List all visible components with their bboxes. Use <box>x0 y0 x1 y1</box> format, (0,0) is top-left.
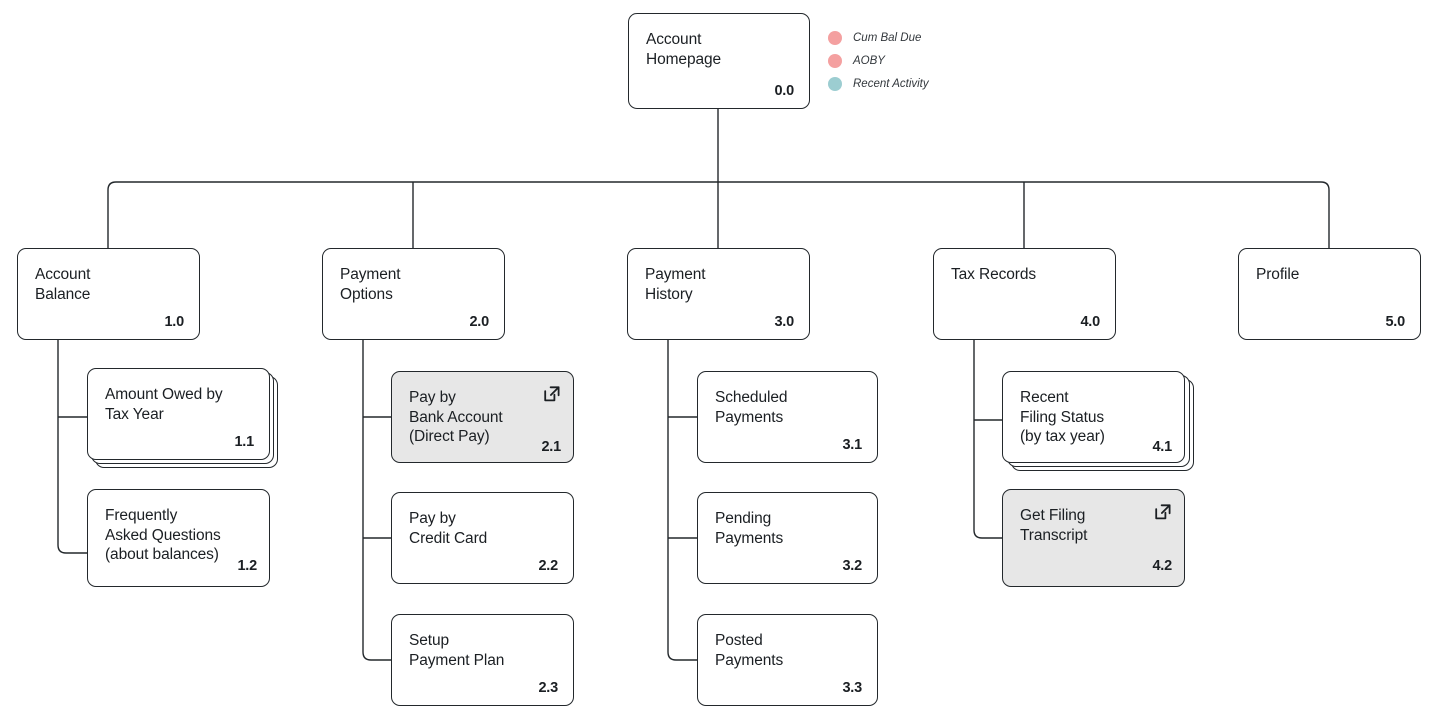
node-account-homepage[interactable]: Account Homepage 0.0 <box>628 13 810 109</box>
node-title: Pending Payments <box>715 510 784 547</box>
node-title: Amount Owed by Tax Year <box>105 386 223 423</box>
node-frequently-asked-questions[interactable]: Frequently Asked Questions (about balanc… <box>87 489 270 587</box>
node-number: 4.1 <box>1152 439 1172 455</box>
node-title: Profile <box>1256 266 1300 283</box>
node-title: Frequently Asked Questions (about balanc… <box>105 507 221 563</box>
node-get-filing-transcript[interactable]: Get Filing Transcript 4.2 <box>1002 489 1185 587</box>
node-pay-by-bank-account[interactable]: Pay by Bank Account (Direct Pay) 2.1 <box>391 371 574 463</box>
node-setup-payment-plan[interactable]: Setup Payment Plan 2.3 <box>391 614 574 706</box>
node-pending-payments[interactable]: Pending Payments 3.2 <box>697 492 878 584</box>
node-number: 0.0 <box>774 83 794 99</box>
node-number: 3.0 <box>774 314 794 330</box>
external-link-icon <box>543 385 560 402</box>
legend-swatch-cum-bal-due <box>828 30 842 45</box>
node-title: Pay by Bank Account (Direct Pay) <box>409 389 503 445</box>
node-tax-records[interactable]: Tax Records 4.0 <box>933 248 1116 340</box>
node-number: 4.0 <box>1080 314 1100 330</box>
wire-n10-children <box>57 340 87 554</box>
node-payment-history[interactable]: Payment History 3.0 <box>627 248 810 340</box>
node-number: 4.2 <box>1152 558 1172 574</box>
node-recent-filing-status[interactable]: Recent Filing Status (by tax year) 4.1 <box>1002 371 1185 463</box>
legend-label-cum-bal-due: Cum Bal Due <box>853 31 922 44</box>
node-pay-by-credit-card[interactable]: Pay by Credit Card 2.2 <box>391 492 574 584</box>
node-account-balance[interactable]: Account Balance 1.0 <box>17 248 200 340</box>
node-number: 1.0 <box>164 314 184 330</box>
node-number: 2.0 <box>469 314 489 330</box>
node-amount-owed-by-tax-year[interactable]: Amount Owed by Tax Year 1.1 <box>87 368 270 460</box>
node-posted-payments[interactable]: Posted Payments 3.3 <box>697 614 878 706</box>
legend: Cum Bal Due AOBY Recent Activity <box>828 26 929 95</box>
node-profile[interactable]: Profile 5.0 <box>1238 248 1421 340</box>
wire-n40-children <box>973 340 1002 539</box>
legend-label-aoby: AOBY <box>853 54 885 67</box>
node-title: Tax Records <box>951 266 1037 283</box>
legend-swatch-aoby <box>828 53 842 68</box>
node-payment-options[interactable]: Payment Options 2.0 <box>322 248 505 340</box>
node-title: Recent Filing Status (by tax year) <box>1020 389 1105 445</box>
legend-label-recent-activity: Recent Activity <box>853 77 929 90</box>
node-title: Payment History <box>645 266 706 303</box>
node-number: 3.3 <box>842 680 862 696</box>
node-number: 3.1 <box>842 437 862 453</box>
node-number: 1.2 <box>237 558 257 574</box>
node-scheduled-payments[interactable]: Scheduled Payments 3.1 <box>697 371 878 463</box>
legend-item: AOBY <box>828 49 929 72</box>
node-title: Account Homepage <box>646 31 722 68</box>
legend-item: Cum Bal Due <box>828 26 929 49</box>
node-title: Scheduled Payments <box>715 389 788 426</box>
legend-swatch-recent-activity <box>828 76 842 91</box>
legend-item: Recent Activity <box>828 72 929 95</box>
wire-n30-children <box>667 340 697 661</box>
node-title: Setup Payment Plan <box>409 632 505 669</box>
node-number: 5.0 <box>1385 314 1405 330</box>
node-number: 1.1 <box>234 434 254 450</box>
wire-bus <box>107 181 1330 248</box>
node-number: 2.1 <box>541 439 561 455</box>
node-number: 2.2 <box>538 558 558 574</box>
node-title: Account Balance <box>35 266 91 303</box>
node-number: 3.2 <box>842 558 862 574</box>
node-number: 2.3 <box>538 680 558 696</box>
node-title: Posted Payments <box>715 632 784 669</box>
node-title: Get Filing Transcript <box>1020 507 1088 544</box>
external-link-icon <box>1154 503 1171 520</box>
node-title: Payment Options <box>340 266 401 303</box>
wire-n20-children <box>362 340 391 661</box>
node-title: Pay by Credit Card <box>409 510 488 547</box>
